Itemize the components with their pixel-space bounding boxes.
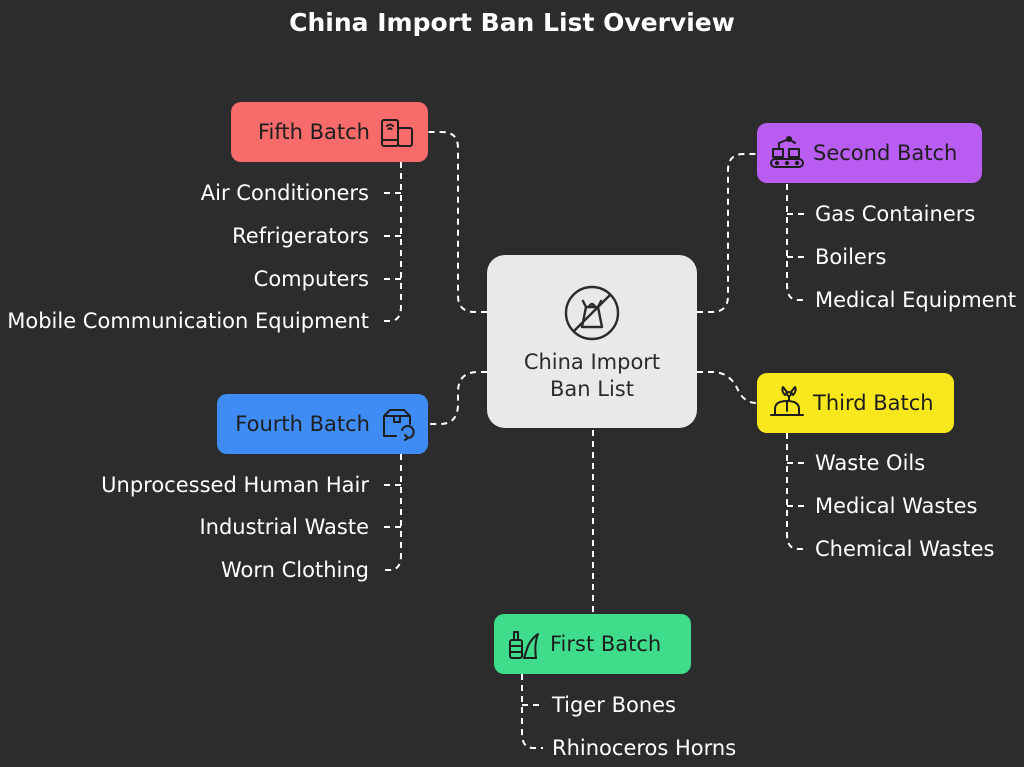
list-item: Air Conditioners xyxy=(200,181,369,205)
list-item: Medical Equipment xyxy=(815,288,1017,312)
devices-icon xyxy=(381,119,413,147)
no-plastic-bag-icon xyxy=(564,285,620,341)
diagram-title: China Import Ban List Overview xyxy=(289,8,735,37)
fifth-batch-label: Fifth Batch xyxy=(258,120,370,144)
radioactive-helmet-icon xyxy=(770,386,804,416)
fourth-batch-node: Fourth Batch xyxy=(217,394,428,454)
list-item: Refrigerators xyxy=(232,224,369,248)
center-label-line2: Ban List xyxy=(550,377,634,401)
list-item: Medical Wastes xyxy=(815,494,978,518)
list-item: Worn Clothing xyxy=(221,558,369,582)
first-batch-node: First Batch xyxy=(494,614,691,674)
bones-horn-icon xyxy=(509,631,539,659)
list-item: Industrial Waste xyxy=(199,515,369,539)
second-batch-label: Second Batch xyxy=(813,141,958,165)
center-node: China Import Ban List xyxy=(487,255,697,428)
recycle-box-icon xyxy=(383,409,415,441)
fourth-batch-label: Fourth Batch xyxy=(235,412,370,436)
fifth-batch-node: Fifth Batch xyxy=(231,102,428,162)
third-batch-label: Third Batch xyxy=(813,391,934,415)
center-label-line1: China Import xyxy=(523,350,661,374)
list-item: Rhinoceros Horns xyxy=(552,736,737,760)
list-item: Chemical Wastes xyxy=(815,537,995,561)
conveyor-robot-icon xyxy=(770,136,804,168)
list-item: Gas Containers xyxy=(815,202,976,226)
list-item: Computers xyxy=(253,267,369,291)
second-batch-node: Second Batch xyxy=(757,123,982,183)
list-item: Waste Oils xyxy=(815,451,926,475)
list-item: Boilers xyxy=(815,245,887,269)
list-item: Unprocessed Human Hair xyxy=(101,473,369,497)
third-batch-node: Third Batch xyxy=(757,373,954,433)
first-batch-label: First Batch xyxy=(550,632,662,656)
list-item: Mobile Communication Equipment xyxy=(7,309,369,333)
list-item: Tiger Bones xyxy=(552,693,677,717)
